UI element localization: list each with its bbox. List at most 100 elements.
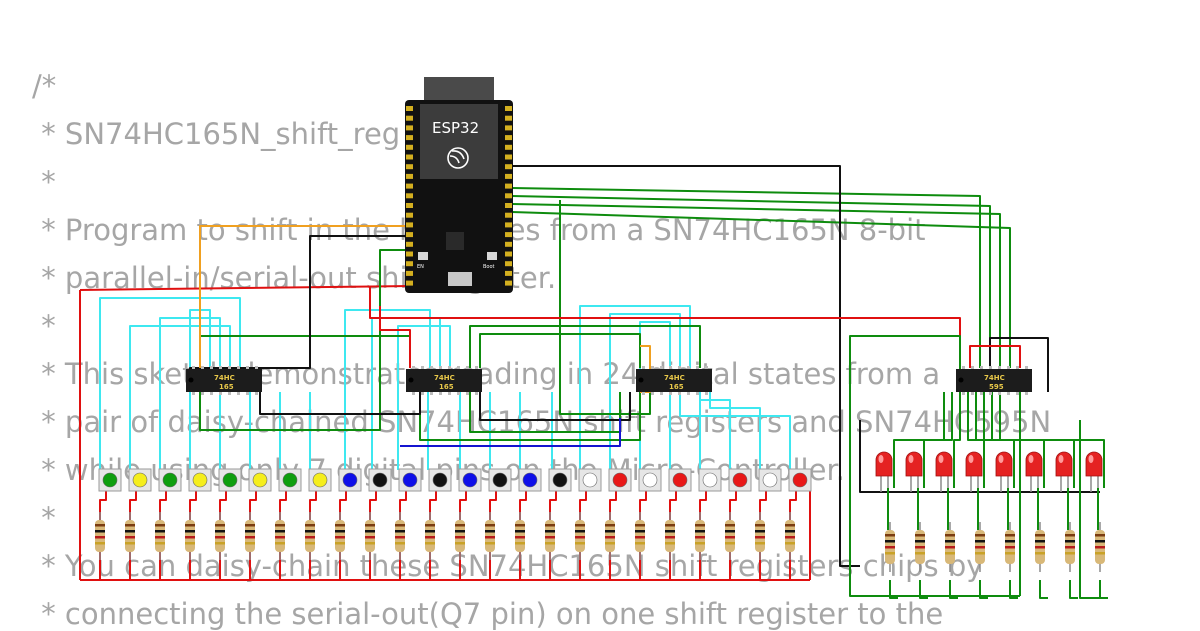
resistor-band <box>665 530 675 533</box>
pushbutton-cap[interactable] <box>732 472 748 488</box>
chip-pin <box>466 391 469 395</box>
resistor-band <box>885 534 895 537</box>
resistor-band <box>515 536 525 539</box>
pushbutton-yellow[interactable] <box>248 468 272 492</box>
pushbutton-blue[interactable] <box>458 468 482 492</box>
chip-label-line2: 165 <box>219 383 234 391</box>
chip-label-line1: 74HC <box>214 374 235 382</box>
pushbutton-green[interactable] <box>158 468 182 492</box>
chip-pin <box>466 366 469 370</box>
resistor-band <box>545 536 555 539</box>
resistor <box>1005 522 1015 572</box>
pushbutton-green[interactable] <box>98 468 122 492</box>
espressif-logo-icon <box>447 147 469 169</box>
pushbutton-red[interactable] <box>728 468 752 492</box>
resistor-band <box>515 524 525 527</box>
chip-pin <box>687 391 690 395</box>
wire <box>923 392 953 488</box>
pushbutton-cap[interactable] <box>162 472 178 488</box>
resistor-band <box>605 542 615 545</box>
pushbutton-yellow[interactable] <box>188 468 212 492</box>
pushbutton-black[interactable] <box>548 468 572 492</box>
pushbutton-black[interactable] <box>488 468 512 492</box>
pushbutton-red[interactable] <box>788 468 812 492</box>
pushbutton-cap[interactable] <box>432 472 448 488</box>
pushbutton-cap[interactable] <box>222 472 238 488</box>
pushbutton-cap[interactable] <box>792 472 808 488</box>
pushbutton-cap[interactable] <box>402 472 418 488</box>
resistor-band <box>455 524 465 527</box>
pushbutton-blue[interactable] <box>518 468 542 492</box>
pushbutton-yellow[interactable] <box>128 468 152 492</box>
pushbutton-blue[interactable] <box>398 468 422 492</box>
esp32-board[interactable]: ESP32 Boot EN <box>405 77 513 293</box>
wire <box>511 203 1001 368</box>
en-button[interactable] <box>418 252 428 260</box>
pushbutton-white[interactable] <box>638 468 662 492</box>
pushbutton-cap[interactable] <box>462 472 478 488</box>
pushbutton-cap[interactable] <box>672 472 688 488</box>
esp32-pin <box>406 203 413 208</box>
resistor-band <box>335 536 345 539</box>
resistor <box>485 512 495 560</box>
pushbutton-cap[interactable] <box>492 472 508 488</box>
wire <box>953 392 961 488</box>
resistor-band <box>485 536 495 539</box>
pushbutton-cap[interactable] <box>132 472 148 488</box>
resistor-band <box>755 542 765 545</box>
boot-label: Boot <box>483 264 495 270</box>
boot-button[interactable] <box>487 252 497 260</box>
pushbutton-red[interactable] <box>608 468 632 492</box>
resistor <box>215 512 225 560</box>
pushbutton-cap[interactable] <box>612 472 628 488</box>
chip-pin <box>192 366 195 370</box>
pushbutton-cap[interactable] <box>342 472 358 488</box>
pushbutton-cap[interactable] <box>372 472 388 488</box>
pushbutton-cap[interactable] <box>552 472 568 488</box>
pushbutton-cap[interactable] <box>282 472 298 488</box>
esp32-pin <box>406 193 413 199</box>
pushbutton-cap[interactable] <box>582 472 598 488</box>
pushbutton-white[interactable] <box>698 468 722 492</box>
pushbutton-cap[interactable] <box>252 472 268 488</box>
pushbutton-cap[interactable] <box>102 472 118 488</box>
pushbutton-red[interactable] <box>668 468 692 492</box>
pushbutton-blue[interactable] <box>338 468 362 492</box>
chip-pin <box>201 391 204 395</box>
chip-notch <box>638 377 644 383</box>
pushbutton-white[interactable] <box>578 468 602 492</box>
pushbutton-yellow[interactable] <box>308 468 332 492</box>
led-body <box>1085 451 1103 477</box>
resistor-band <box>275 536 285 539</box>
pushbutton-cap[interactable] <box>702 472 718 488</box>
led-highlight <box>968 455 974 463</box>
wire <box>1039 580 1048 599</box>
esp32-pin <box>406 251 413 257</box>
pushbutton-cap[interactable] <box>522 472 538 488</box>
resistor-band <box>695 542 705 545</box>
resistor-band <box>635 536 645 539</box>
resistor-band <box>545 530 555 533</box>
pushbutton-cap[interactable] <box>642 472 658 488</box>
resistor-band <box>545 524 555 527</box>
pushbutton-cap[interactable] <box>192 472 208 488</box>
pushbutton-white[interactable] <box>758 468 782 492</box>
esp32-pin <box>406 280 413 286</box>
pushbutton-black[interactable] <box>368 468 392 492</box>
pushbuttons[interactable] <box>98 468 812 492</box>
resistor-band <box>1095 534 1105 537</box>
resistor-band <box>785 536 795 539</box>
pushbutton-cap[interactable] <box>312 472 328 488</box>
resistor-band <box>665 542 675 545</box>
chip-pin <box>1025 366 1028 370</box>
pushbutton-green[interactable] <box>278 468 302 492</box>
wire <box>1009 580 1018 599</box>
pushbutton-cap[interactable] <box>762 472 778 488</box>
pushbutton-black[interactable] <box>428 468 452 492</box>
led-body <box>935 451 953 477</box>
resistor-band <box>605 536 615 539</box>
wire <box>512 165 860 567</box>
resistor-band <box>695 536 705 539</box>
pushbutton-green[interactable] <box>218 468 242 492</box>
